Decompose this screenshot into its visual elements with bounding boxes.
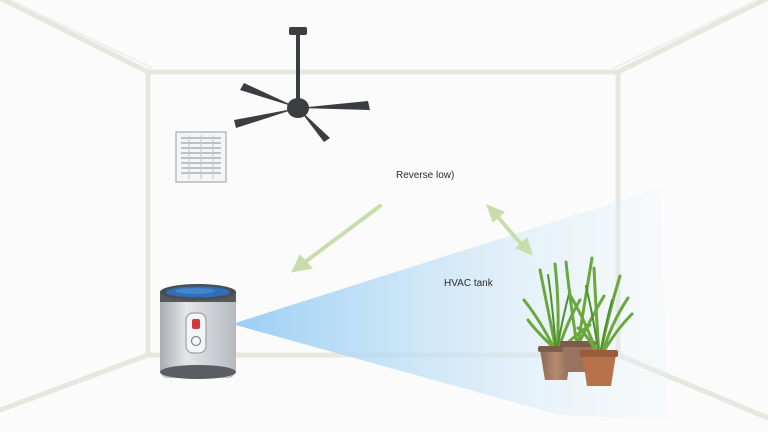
arrow-icon [291,204,382,273]
reverse-low-label: Reverse low) [396,170,455,181]
potted-plant-icon [568,266,634,386]
hvac-tank-label: HVAC tank [444,278,493,289]
air-vent-icon [175,131,227,183]
arrow-icon [486,204,533,256]
potted-plant-icon [522,262,592,380]
hvac-tank-icon [160,284,236,379]
ceiling-fan-icon [234,27,370,142]
